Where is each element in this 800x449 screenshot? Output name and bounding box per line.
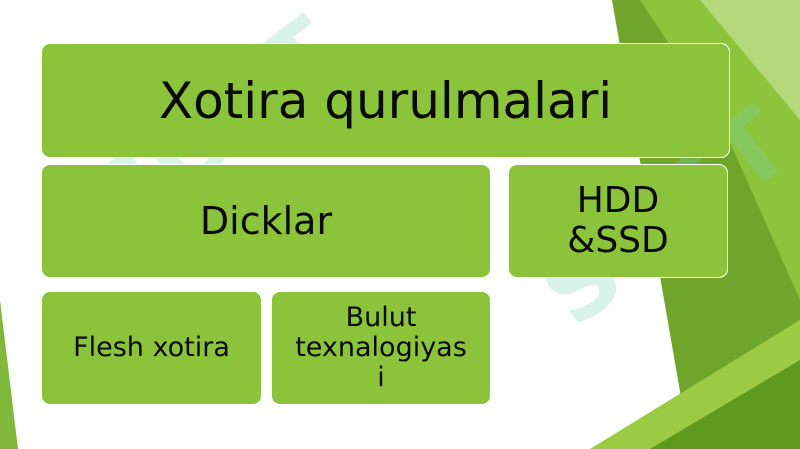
node-bulut-label-line3: i xyxy=(377,362,385,394)
diagram-title: Xotira qurulmalari xyxy=(158,71,613,130)
bg-shape-pale-green xyxy=(700,0,800,120)
node-bulut-label-line1: Bulut xyxy=(345,301,417,333)
node-hdd-label-line2: &SSD xyxy=(567,220,669,261)
node-bulut-label-line2: texnalogiyas xyxy=(295,331,467,363)
bg-shape-left-green xyxy=(0,300,18,449)
node-bulut-texnalogiyasi: Bulut texnalogiyas i xyxy=(271,291,491,405)
bg-shape-bottom-dark xyxy=(650,360,800,449)
diagram-title-box: Xotira qurulmalari xyxy=(41,43,730,158)
node-dicklar-label: Dicklar xyxy=(199,198,333,243)
node-flesh-label: Flesh xotira xyxy=(73,331,230,363)
node-hdd-label-line1: HDD xyxy=(576,179,660,221)
node-dicklar: Dicklar xyxy=(41,164,491,278)
node-hdd-ssd: HDD &SSD xyxy=(508,164,728,278)
bg-shape-light-green xyxy=(640,0,800,300)
node-flesh-xotira: Flesh xotira xyxy=(41,291,262,405)
